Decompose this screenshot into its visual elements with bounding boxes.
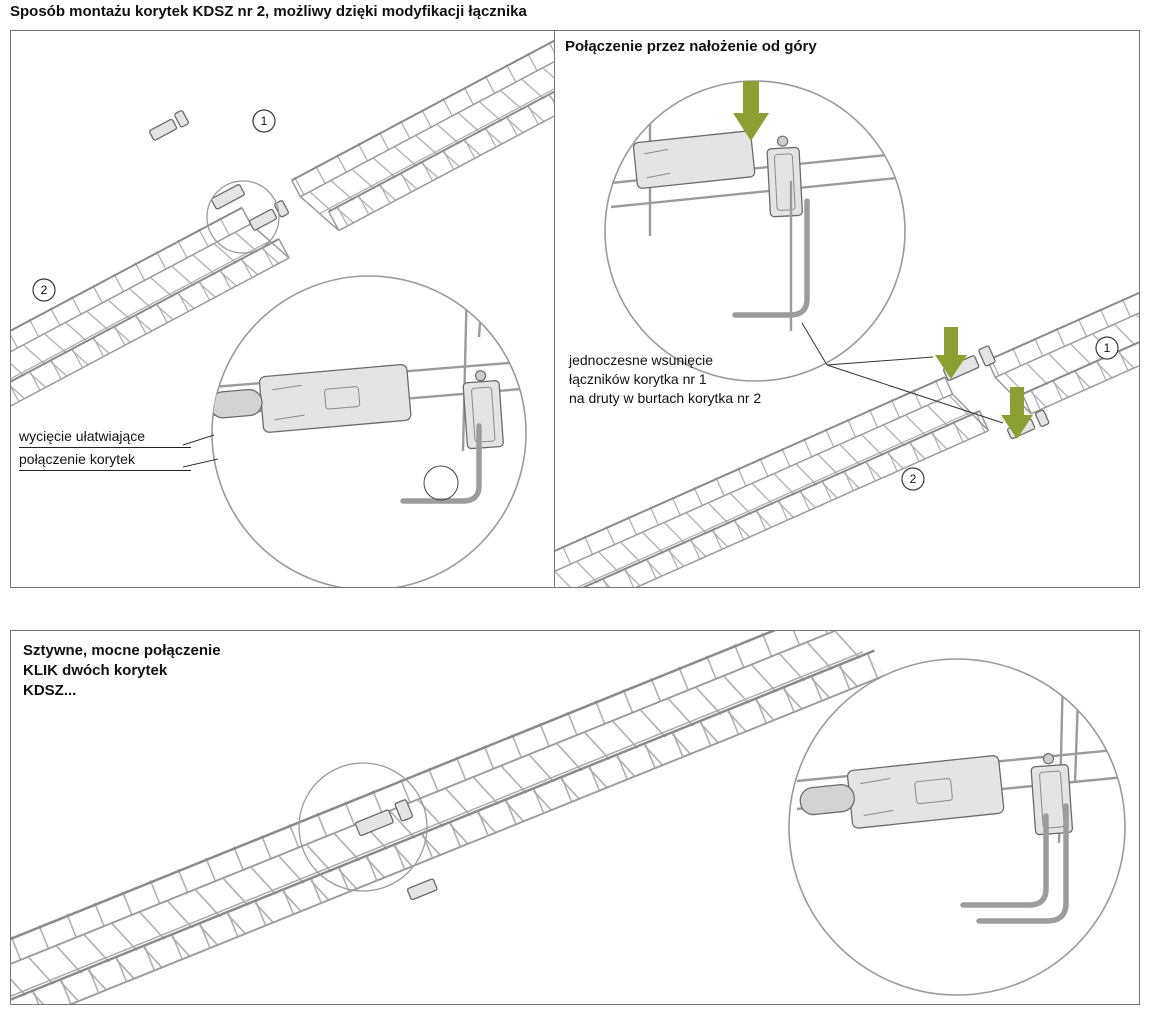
joint-highlight-circle	[298, 762, 428, 892]
zoom-detail-circle	[423, 465, 459, 501]
callout-line: jednoczesne wsunięcie	[569, 352, 713, 368]
callout-leader-line	[801, 322, 828, 366]
connector-klik-front	[406, 878, 438, 901]
zoom-clip	[1030, 753, 1074, 836]
illustration-top-mounting: 1 2	[555, 80, 1139, 587]
connector-klik-back	[354, 799, 413, 837]
marker-2-label: 2	[910, 472, 917, 486]
heading-line: KLIK dwóch korytek	[23, 662, 168, 679]
callout-line: na druty w burtach korytka nr 2	[569, 390, 762, 406]
heading-line: KDSZ...	[23, 682, 77, 699]
callout-cutout: wycięcie ułatwiające połączenie korytek	[19, 427, 191, 473]
cable-tray-1	[291, 31, 554, 232]
callout-line: wycięcie ułatwiające	[19, 427, 191, 448]
callout-line: łączników korytka nr 1	[569, 371, 707, 387]
cable-tray-joined	[11, 631, 885, 1004]
callout-leader-line	[826, 364, 1004, 424]
zoom-main-plate	[846, 755, 1005, 829]
zoom-clip	[462, 370, 504, 450]
zoom-hook-wire	[732, 198, 810, 318]
marker-2: 2	[901, 467, 925, 491]
callout-leader-line	[826, 356, 934, 366]
marker-1-label: 1	[1104, 341, 1111, 355]
joint-highlight-circle	[206, 180, 280, 254]
panel-top-mounting: Połączenie przez nałożenie od góry	[554, 30, 1140, 588]
connector-joint-back	[211, 184, 245, 210]
connector-plate-loose	[149, 110, 190, 141]
page-title: Sposób montażu korytek KDSZ nr 2, możliw…	[10, 3, 527, 20]
cable-tray-1	[986, 253, 1139, 415]
panel-klik-connection: Sztywne, mocne połączenie KLIK dwóch kor…	[10, 630, 1140, 1005]
marker-1-label: 1	[261, 114, 268, 128]
zoom-hook-wire	[960, 813, 1049, 908]
zoom-hook-wire	[400, 423, 482, 504]
cable-tray-2	[11, 206, 290, 419]
illustration-tray-joint: 1 2	[11, 31, 554, 587]
zoom-circle	[788, 658, 1126, 996]
down-arrow-icon	[1001, 387, 1033, 439]
zoom-main-plate	[632, 130, 756, 189]
callout-leader-line	[182, 458, 219, 468]
callout-line: połączenie korytek	[19, 450, 191, 471]
zoom-detail-klik	[796, 668, 1125, 924]
zoom-rolled-edge	[212, 388, 263, 419]
marker-2: 2	[32, 278, 56, 302]
panel-title: Połączenie przez nałożenie od góry	[565, 38, 817, 55]
zoom-clip	[766, 135, 803, 218]
zoom-detail-insertion	[610, 81, 905, 331]
heading-line: Sztywne, mocne połączenie	[23, 642, 221, 659]
down-arrow-icon	[935, 327, 967, 379]
panel-tray-joint-overview: 1 2 wycięcie ułatwiające połączenie kory…	[10, 30, 555, 588]
marker-1: 1	[1095, 336, 1119, 360]
callout-leader-line	[182, 434, 215, 446]
down-arrow-icon	[733, 81, 769, 141]
zoom-main-plate	[258, 363, 412, 433]
zoom-circle	[211, 275, 527, 587]
zoom-rolled-edge	[799, 783, 855, 816]
marker-2-label: 2	[41, 283, 48, 297]
callout-insertion: jednoczesne wsunięcie łączników korytka …	[569, 351, 761, 408]
zoom-hook-wire	[976, 803, 1069, 924]
marker-1: 1	[252, 109, 276, 133]
klik-heading: Sztywne, mocne połączenie KLIK dwóch kor…	[23, 641, 221, 701]
illustration-klik-connection	[11, 631, 1126, 1004]
cable-tray-2	[555, 375, 990, 587]
connector-joint-front	[249, 200, 290, 231]
